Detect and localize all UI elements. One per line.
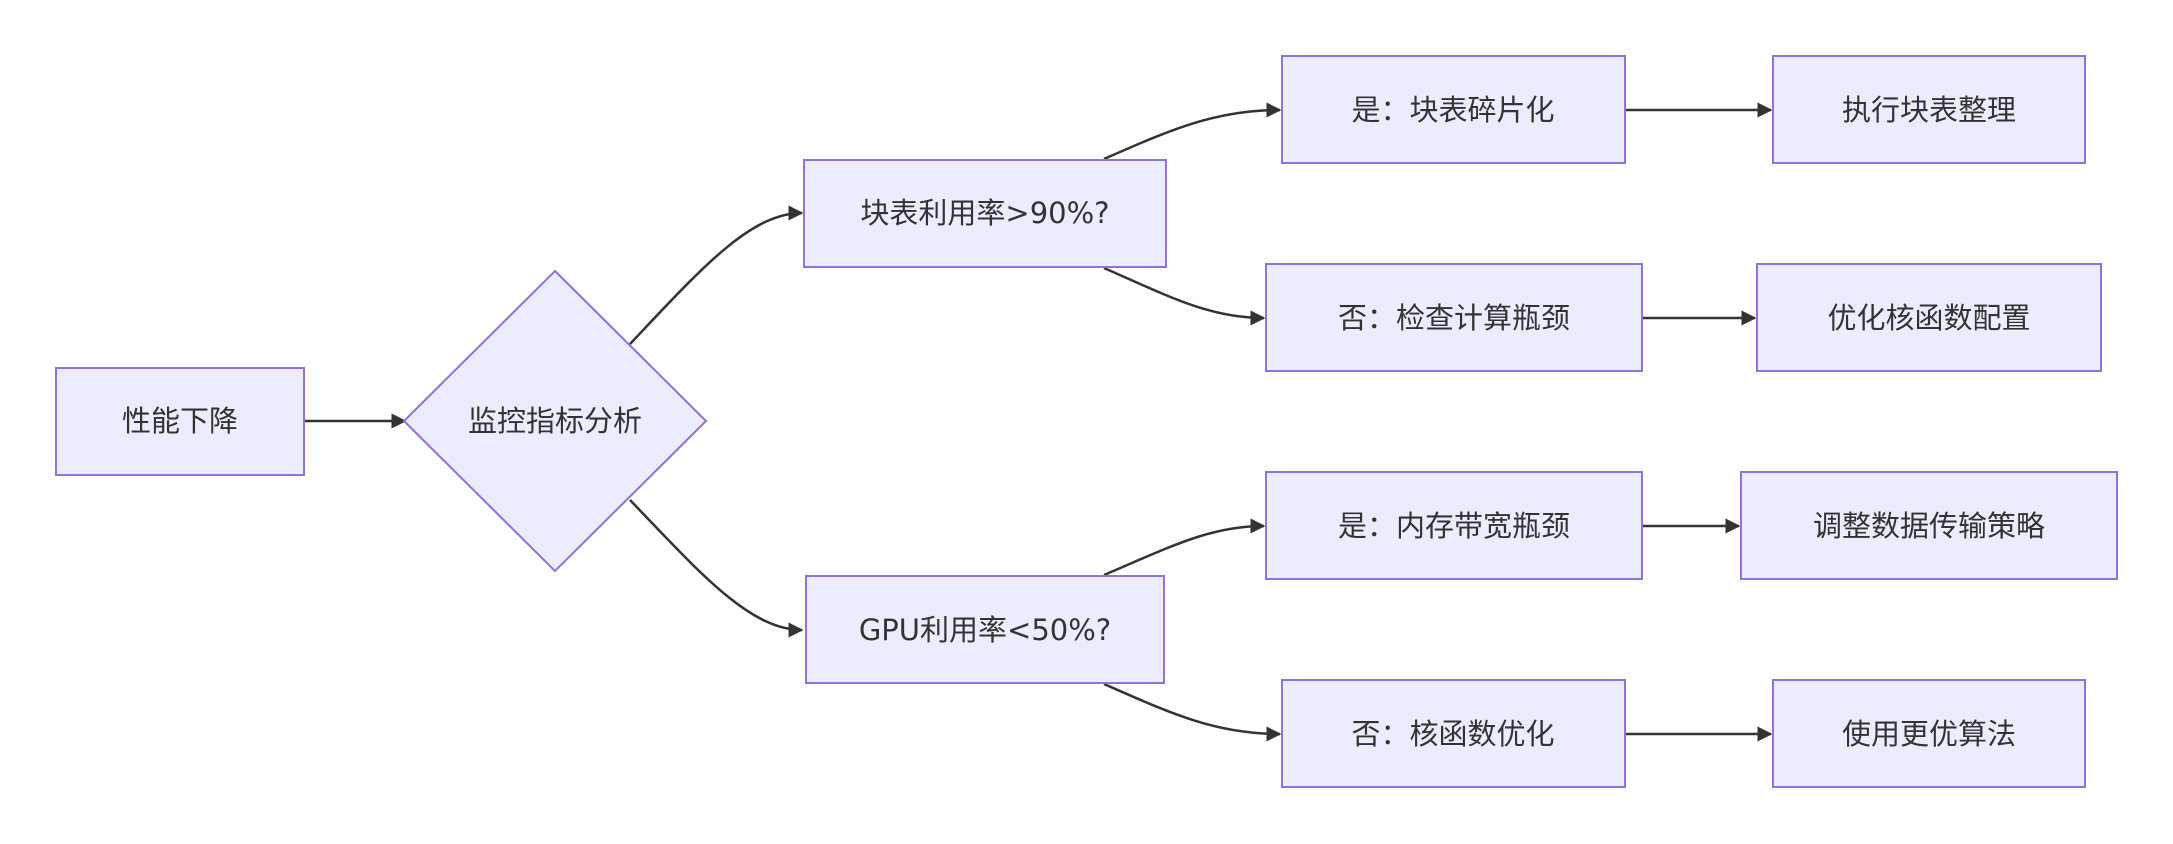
node-start-label: 性能下降 xyxy=(122,404,238,438)
node-gpu-question-label: GPU利用率<50%? xyxy=(859,613,1111,647)
node-block-no-action-label: 优化核函数配置 xyxy=(1827,301,2030,335)
node-gpu-yes-label: 是：内存带宽瓶颈 xyxy=(1338,509,1570,543)
edge-decision-to-gpu-q xyxy=(629,499,804,638)
node-block-no-label: 否：检查计算瓶颈 xyxy=(1338,301,1570,335)
edge-block-q-to-no xyxy=(1103,266,1266,326)
node-start: 性能下降 xyxy=(55,367,305,476)
node-block-yes-action: 执行块表整理 xyxy=(1772,55,2086,164)
node-gpu-no-action: 使用更优算法 xyxy=(1772,679,2086,788)
node-block-yes-label: 是：块表碎片化 xyxy=(1351,93,1554,127)
node-gpu-no-label: 否：核函数优化 xyxy=(1351,717,1554,751)
edge-block-q-to-yes xyxy=(1103,102,1282,161)
node-block-yes-action-label: 执行块表整理 xyxy=(1842,93,2016,127)
node-gpu-yes-action-label: 调整数据传输策略 xyxy=(1813,509,2045,543)
node-block-question-label: 块表利用率>90%? xyxy=(860,196,1109,230)
node-gpu-question: GPU利用率<50%? xyxy=(805,575,1165,684)
node-gpu-yes-action: 调整数据传输策略 xyxy=(1740,471,2118,580)
node-block-yes: 是：块表碎片化 xyxy=(1281,55,1626,164)
node-block-no: 否：检查计算瓶颈 xyxy=(1265,263,1643,372)
edge-decision-to-block-q xyxy=(629,205,804,345)
node-decision-label: 监控指标分析 xyxy=(468,404,642,438)
node-gpu-no: 否：核函数优化 xyxy=(1281,679,1626,788)
node-block-no-action: 优化核函数配置 xyxy=(1756,263,2102,372)
edges xyxy=(305,102,1773,742)
edge-gpu-q-to-no xyxy=(1103,682,1282,742)
node-block-question: 块表利用率>90%? xyxy=(803,159,1167,268)
node-gpu-no-action-label: 使用更优算法 xyxy=(1842,717,2016,751)
edge-gpu-q-to-yes xyxy=(1103,518,1266,577)
node-gpu-yes: 是：内存带宽瓶颈 xyxy=(1265,471,1643,580)
node-decision: 监控指标分析 xyxy=(402,269,708,573)
